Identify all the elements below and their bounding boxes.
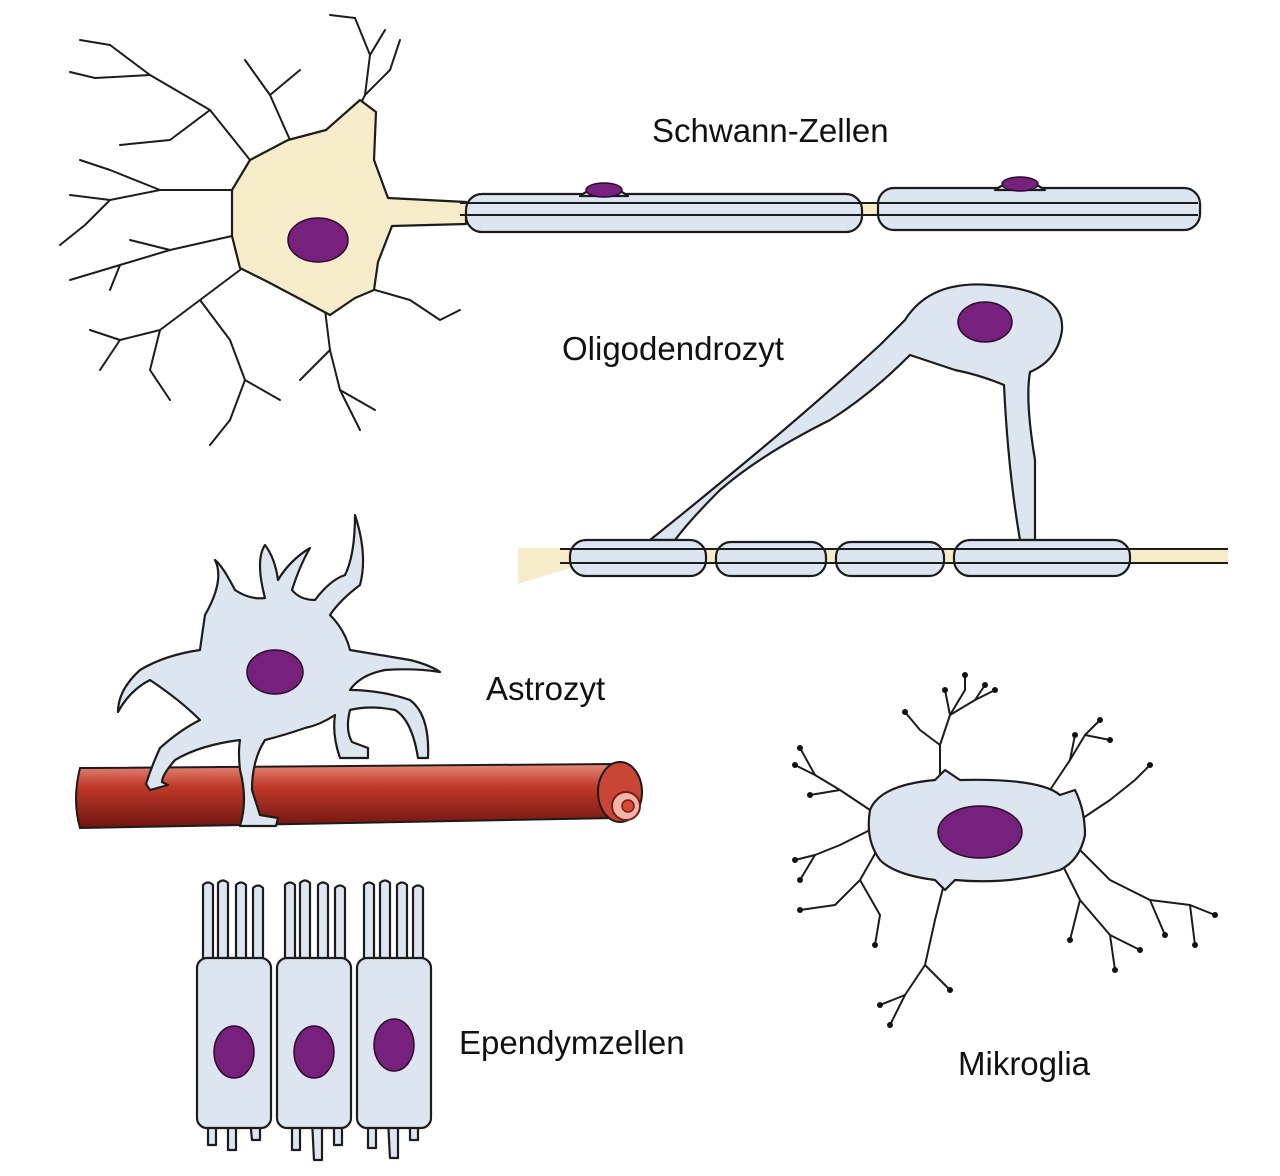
schwann-nucleus-2 [1001, 176, 1039, 192]
neuron-nucleus [287, 217, 349, 263]
label-schwann-cells: Schwann-Zellen [652, 112, 889, 149]
oligodendrocyte [518, 283, 1228, 584]
schwann-cell-1 [464, 192, 864, 234]
myelin-segment-4 [952, 538, 1132, 578]
microglia-nucleus [937, 805, 1023, 859]
label-oligodendrocyte: Oligodendrozyt [562, 330, 784, 367]
ependymal-nucleus-1 [213, 1025, 255, 1079]
myelin-segment-1 [568, 538, 708, 578]
ependymal-cells [195, 879, 433, 1162]
schwann-cells [464, 176, 1202, 234]
microglia-tips [792, 672, 1218, 1028]
microglia [792, 672, 1218, 1028]
schwann-nucleus-1 [585, 182, 623, 198]
oligodendrocyte-nucleus [957, 301, 1013, 343]
ependymal-nucleus-2 [293, 1025, 335, 1079]
myelin-segment-2 [714, 540, 828, 578]
ependymal-nucleus-3 [373, 1018, 415, 1072]
blood-vessel [75, 761, 643, 830]
astrocyte-nucleus [246, 649, 304, 695]
neuron-soma [230, 98, 468, 317]
oligodendrocyte-body [648, 283, 1064, 542]
microglia-processes [794, 674, 1216, 1026]
schwann-cell-2 [876, 186, 1202, 232]
label-microglia: Mikroglia [958, 1045, 1091, 1082]
label-astrocyte: Astrozyt [486, 670, 605, 707]
myelin-segment-3 [834, 540, 946, 578]
astrocyte [116, 513, 442, 828]
label-ependymal-cells: Ependymzellen [459, 1024, 685, 1061]
